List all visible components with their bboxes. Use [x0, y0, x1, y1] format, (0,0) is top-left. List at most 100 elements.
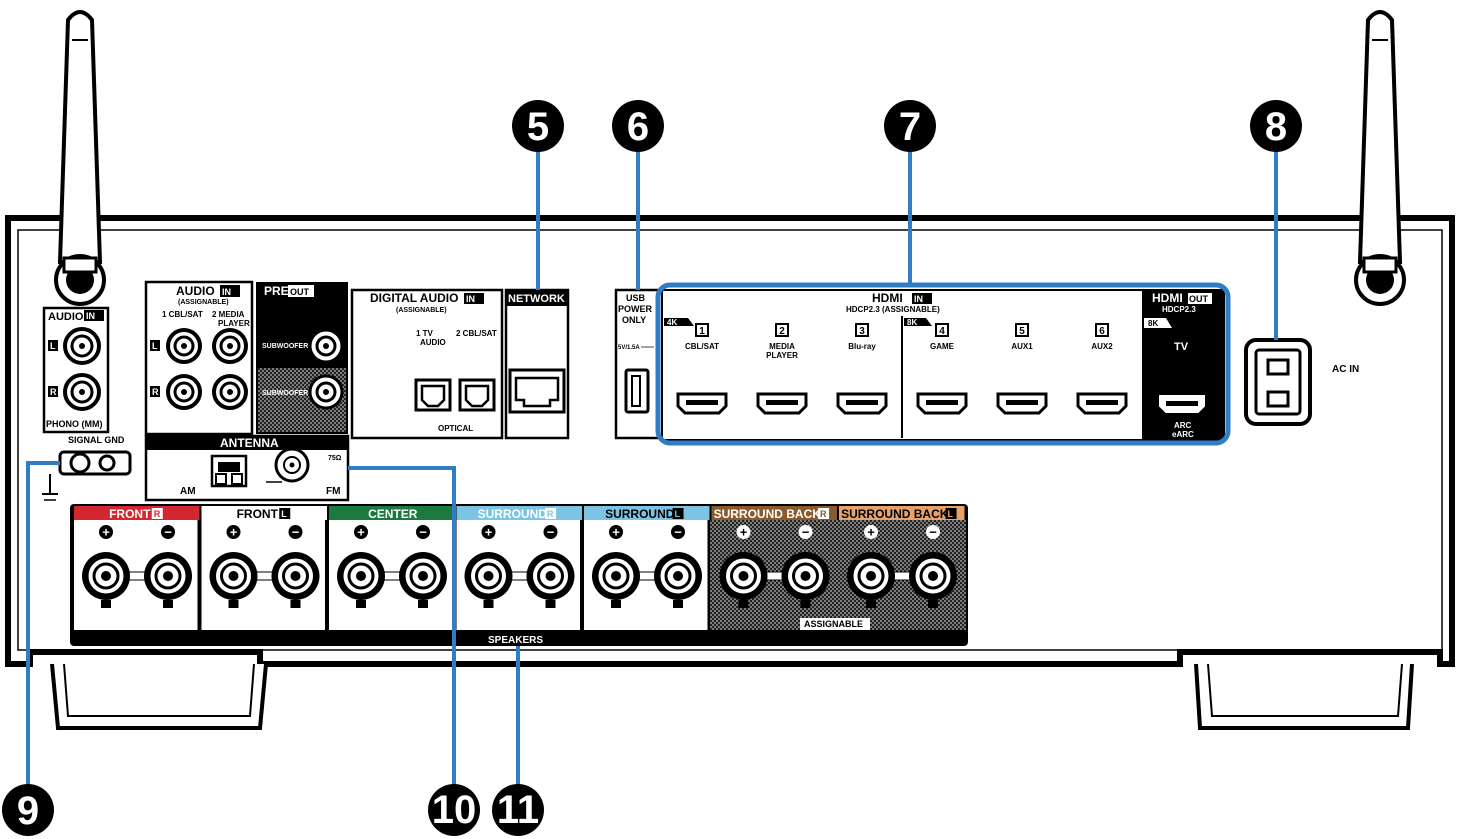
- speaker-terminal-minus[interactable]: [526, 552, 575, 608]
- speaker-terminal-minus[interactable]: [654, 552, 702, 608]
- svg-text:SUBWOOFER 1: SUBWOOFER 1: [262, 343, 314, 350]
- speaker-terminal-plus[interactable]: [847, 552, 895, 608]
- hdmi-in-port[interactable]: [836, 392, 888, 415]
- svg-text:11: 11: [497, 788, 539, 832]
- callout-11: 11: [492, 784, 544, 836]
- svg-text:AM: AM: [180, 486, 196, 497]
- antenna-panel: ANTENNA AM 75Ω FM: [144, 434, 350, 502]
- svg-text:5V/1.5A ═══: 5V/1.5A ═══: [618, 345, 655, 351]
- speaker-terminal-minus[interactable]: [144, 552, 192, 608]
- hdmi-out-label: TV: [1174, 341, 1189, 353]
- subwoofer-2-jack[interactable]: [308, 374, 344, 410]
- speaker-terminal-minus[interactable]: [909, 552, 957, 608]
- svg-text:POWER: POWER: [618, 304, 653, 314]
- svg-text:6: 6: [627, 105, 649, 149]
- subwoofer-1-jack[interactable]: [308, 328, 344, 364]
- network-title: NETWORK: [508, 293, 565, 305]
- hdmi-in-number: 4: [939, 326, 945, 337]
- speaker-terminal-minus[interactable]: [399, 552, 447, 608]
- hdmi-in-port[interactable]: [916, 392, 968, 415]
- left-wifi-antenna: [54, 10, 106, 306]
- polarity-mark: +: [867, 525, 875, 540]
- svg-text:10: 10: [432, 788, 477, 832]
- hdmi-out-title: HDMI: [1152, 291, 1183, 305]
- polarity-mark: −: [547, 525, 555, 540]
- hdmi-in-label: CBL/SAT: [685, 342, 719, 351]
- digital-audio-title: DIGITAL AUDIO: [370, 291, 458, 305]
- polarity-mark: −: [164, 525, 172, 540]
- hdmi-in-port[interactable]: [676, 392, 728, 415]
- optical-in-1-port[interactable]: [414, 378, 452, 412]
- fm-terminal[interactable]: [274, 447, 310, 483]
- speaker-terminal-plus[interactable]: [464, 552, 513, 608]
- callout-badges: 5 6 7 8 9 10 11: [2, 100, 1302, 836]
- hdmi-panel: HDMI IN HDCP2.3 (ASSIGNABLE) 4K 8K 1CBL/…: [661, 289, 1225, 441]
- polarity-mark: −: [419, 525, 427, 540]
- callout-6: 6: [612, 100, 664, 152]
- am-terminal[interactable]: [210, 454, 248, 488]
- svg-text:SUBWOOFER 2: SUBWOOFER 2: [262, 390, 314, 397]
- audio-in-1-l-jack[interactable]: [166, 328, 202, 364]
- hdmi-in-port[interactable]: [1076, 392, 1128, 415]
- audio-in-panel: AUDIO IN (ASSIGNABLE) 1 CBL/SAT 2 MEDIA …: [144, 280, 254, 436]
- svg-text:AUDIO: AUDIO: [420, 338, 446, 347]
- speaker-terminal-minus[interactable]: [781, 552, 830, 608]
- svg-text:5: 5: [527, 105, 549, 149]
- ac-in-label: AC IN: [1332, 364, 1359, 375]
- phono-label: PHONO (MM): [46, 419, 103, 429]
- hdmi-in-number: 1: [699, 326, 705, 337]
- speaker-terminal-plus[interactable]: [719, 552, 768, 608]
- callout-5: 5: [512, 100, 564, 152]
- svg-text:FM: FM: [326, 486, 340, 497]
- optical-in-2-port[interactable]: [458, 378, 496, 412]
- svg-text:PLAYER: PLAYER: [218, 319, 250, 328]
- speaker-terminal-plus[interactable]: [82, 552, 130, 608]
- speaker-terminal-plus[interactable]: [337, 552, 385, 608]
- svg-text:8K: 8K: [1148, 319, 1158, 328]
- polarity-mark: +: [740, 525, 748, 540]
- audio-in-2-l-jack[interactable]: [212, 328, 248, 364]
- speaker-channel-name: SURROUND BACK: [841, 507, 949, 521]
- network-panel: NETWORK: [504, 288, 570, 440]
- svg-text:OUT: OUT: [1189, 294, 1209, 304]
- hdmi-out-tv-port[interactable]: [1159, 395, 1205, 413]
- speaker-channel-side: R: [820, 509, 827, 519]
- audio-in-2-r-jack[interactable]: [212, 374, 248, 410]
- speaker-terminal-minus[interactable]: [271, 552, 320, 608]
- speaker-channel-name: SURROUND: [605, 507, 675, 521]
- usb-port[interactable]: [624, 368, 650, 414]
- speaker-terminal-plus[interactable]: [592, 552, 640, 608]
- hdmi-in-port[interactable]: [756, 392, 808, 415]
- ethernet-port[interactable]: [508, 368, 566, 414]
- hdmi-in-title: HDMI: [872, 291, 903, 305]
- right-foot: [1194, 663, 1414, 730]
- hdmi-in-number: 3: [859, 326, 865, 337]
- phono-r-jack[interactable]: [63, 373, 101, 411]
- antenna-title: ANTENNA: [220, 436, 279, 450]
- speaker-terminal-plus[interactable]: [209, 552, 258, 608]
- svg-text:(ASSIGNABLE): (ASSIGNABLE): [178, 299, 229, 306]
- speaker-channel-name: SURROUND: [478, 507, 548, 521]
- polarity-mark: +: [612, 525, 620, 540]
- hdmi-in-port[interactable]: [996, 392, 1048, 415]
- polarity-mark: −: [674, 525, 682, 540]
- svg-text:(ASSIGNABLE): (ASSIGNABLE): [396, 307, 447, 314]
- svg-text:1 CBL/SAT: 1 CBL/SAT: [162, 310, 203, 319]
- svg-text:USB: USB: [626, 293, 646, 303]
- phono-badge: IN: [86, 311, 95, 321]
- svg-text:8: 8: [1265, 105, 1287, 149]
- svg-text:L: L: [152, 341, 158, 351]
- ac-in-inlet[interactable]: [1244, 338, 1312, 426]
- svg-text:1 TV: 1 TV: [416, 329, 434, 338]
- phono-l-jack[interactable]: [63, 327, 101, 365]
- phono-title: AUDIO: [48, 311, 84, 323]
- callout-lines: [26, 150, 1278, 790]
- speaker-channel-name: CENTER: [368, 507, 418, 521]
- audio-in-1-r-jack[interactable]: [166, 374, 202, 410]
